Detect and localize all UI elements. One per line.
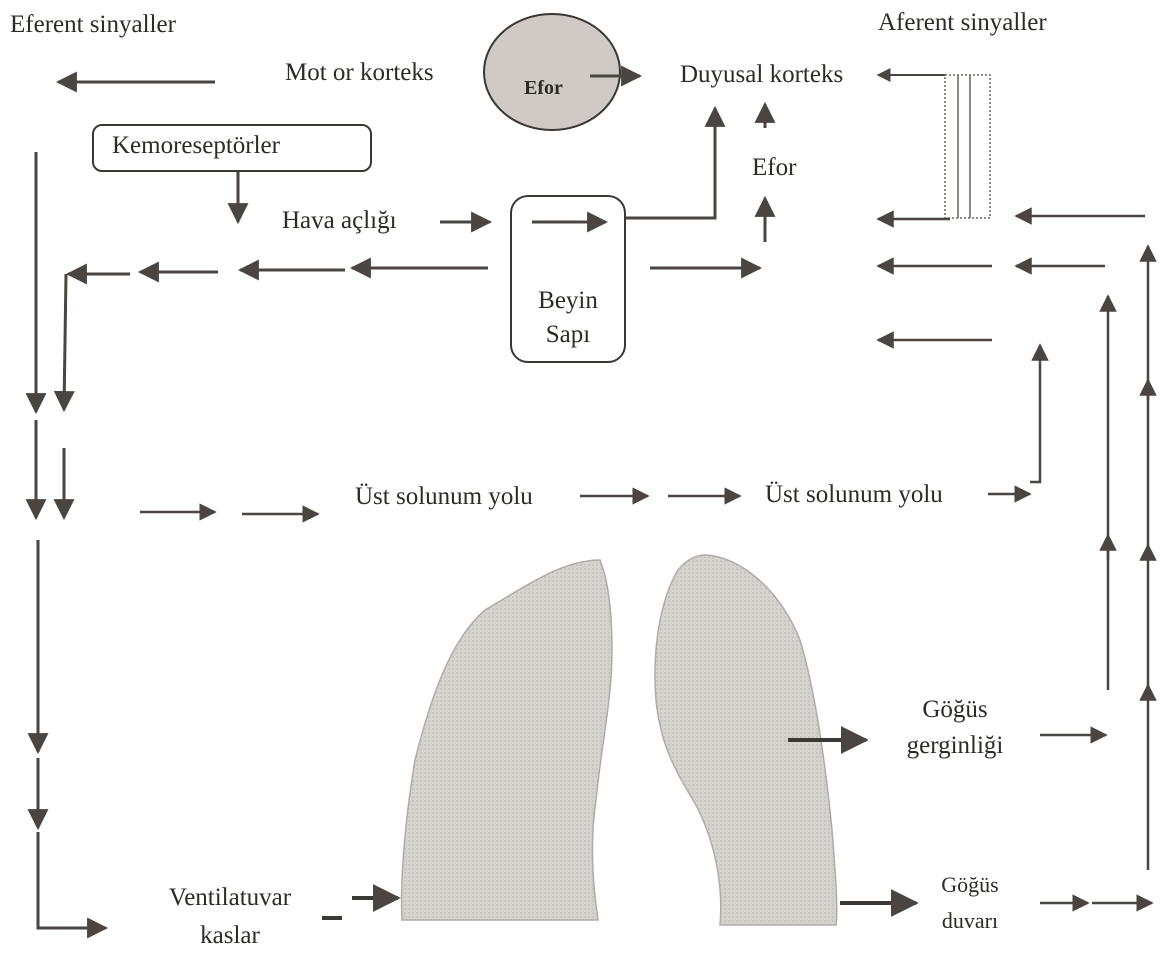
afferent-left-arrows (878, 216, 1145, 340)
brainstem-label-line2: Sapı (510, 322, 626, 347)
afferent-bundle (945, 75, 990, 218)
effort-label: Efor (752, 155, 796, 180)
ventilatory-muscles-label-line2: kaslar (140, 923, 320, 948)
upper-airway-label-2: Üst solunum yolu (765, 482, 943, 507)
efferent-row-arrows (68, 268, 488, 274)
sensory-inputs (625, 104, 765, 268)
upper-airway-label-1: Üst solunum yolu (355, 484, 533, 509)
effort-oval-label: Efor (524, 78, 563, 98)
chest-wall-label-line2: duvarı (915, 910, 1025, 932)
chest-tightness-label-line2: gerginliği (880, 733, 1030, 758)
air-hunger-label: Hava açlığı (282, 208, 397, 233)
brainstem-label-line1: Beyin (510, 288, 626, 313)
effort-oval (484, 14, 620, 130)
chemoreceptors-label: Kemoreseptörler (112, 133, 280, 158)
ventilatory-muscles-label-line1: Ventilatuvar (140, 885, 320, 910)
chest-tightness-label-line1: Göğüs (880, 697, 1030, 722)
afferent-signals-label: Aferent sinyaller (878, 10, 1047, 35)
motor-cortex-label: Mot or korteks (285, 60, 434, 85)
afferent-vertical-lines (1108, 246, 1148, 870)
efferent-vertical-lines (36, 152, 106, 928)
left-lung (402, 560, 612, 920)
lungs-illustration (402, 555, 837, 925)
sensory-cortex-label: Duyusal korteks (680, 62, 843, 87)
efferent-signals-label: Eferent sinyaller (10, 12, 176, 37)
right-bottom-arrows (1040, 735, 1152, 903)
chest-wall-label-line1: Göğüs (915, 874, 1025, 896)
